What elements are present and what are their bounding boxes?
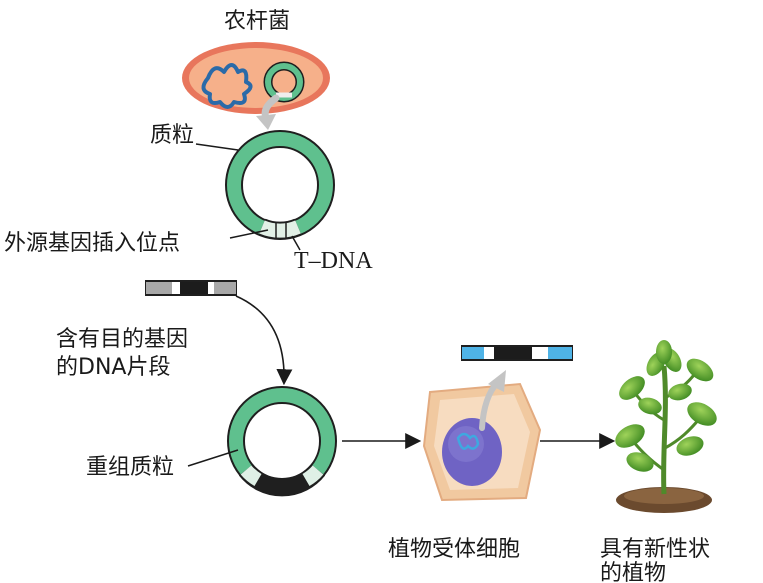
bacterial-chromosome <box>201 63 253 109</box>
transgenic-plant <box>615 340 717 513</box>
new-plant-label-line1: 具有新性状 <box>600 537 710 562</box>
small-plasmid <box>263 61 305 103</box>
gene-fragment-label-line1: 含有目的基因 <box>56 327 188 352</box>
t-dna-fragment-blue <box>461 345 573 361</box>
new-plant-label-line2: 的植物 <box>600 561 666 583</box>
agrobacterium-label: 农杆菌 <box>224 9 290 34</box>
plant-recipient-cell <box>422 382 542 502</box>
ti-plasmid <box>225 130 335 240</box>
plasmid-label: 质粒 <box>150 123 194 148</box>
t-dna-region <box>258 218 302 240</box>
t-dna-label: T–DNA <box>294 248 373 274</box>
gene-fragment-label-line2: 的DNA片段 <box>56 355 170 380</box>
ligation-arrow <box>235 295 293 386</box>
insertion-site-label: 外源基因插入位点 <box>4 231 180 256</box>
agrobacterium-cell <box>182 42 330 114</box>
gene-dna-fragment <box>145 280 237 296</box>
recipient-cell-label: 植物受体细胞 <box>388 537 520 562</box>
recombinant-plasmid <box>227 386 337 497</box>
recombinant-plasmid-label: 重组质粒 <box>86 455 174 480</box>
